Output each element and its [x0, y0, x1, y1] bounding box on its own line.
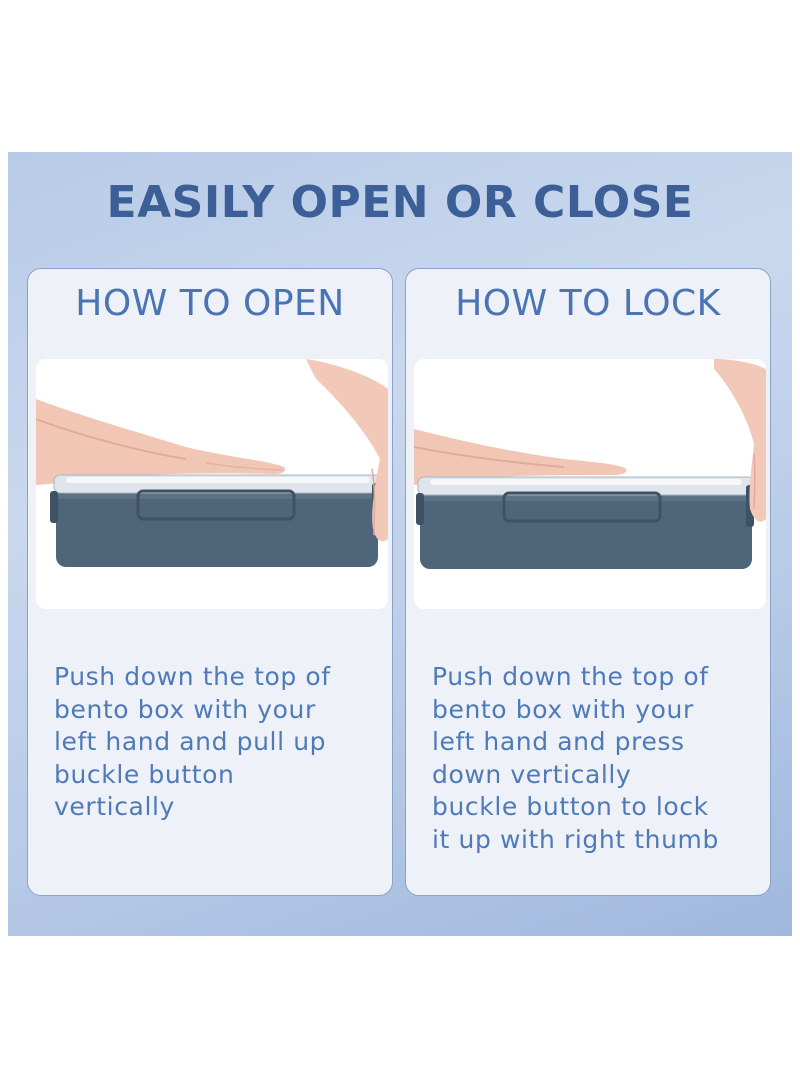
bento-box-open-photo	[36, 359, 388, 609]
page-title: EASILY OPEN OR CLOSE	[106, 177, 694, 228]
panel-heading: HOW TO OPEN	[75, 283, 345, 324]
panel-how-to-lock: HOW TO LOCK Push down the top of bento b…	[405, 268, 771, 896]
panel-description: Push down the top of bento box with your…	[54, 662, 331, 821]
bento-box-lock-photo	[414, 359, 766, 609]
panel-heading: HOW TO LOCK	[455, 283, 721, 324]
panel-description: Push down the top of bento box with your…	[432, 662, 719, 854]
panel-how-to-open: HOW TO OPEN Push down the top of bento b…	[27, 268, 393, 896]
